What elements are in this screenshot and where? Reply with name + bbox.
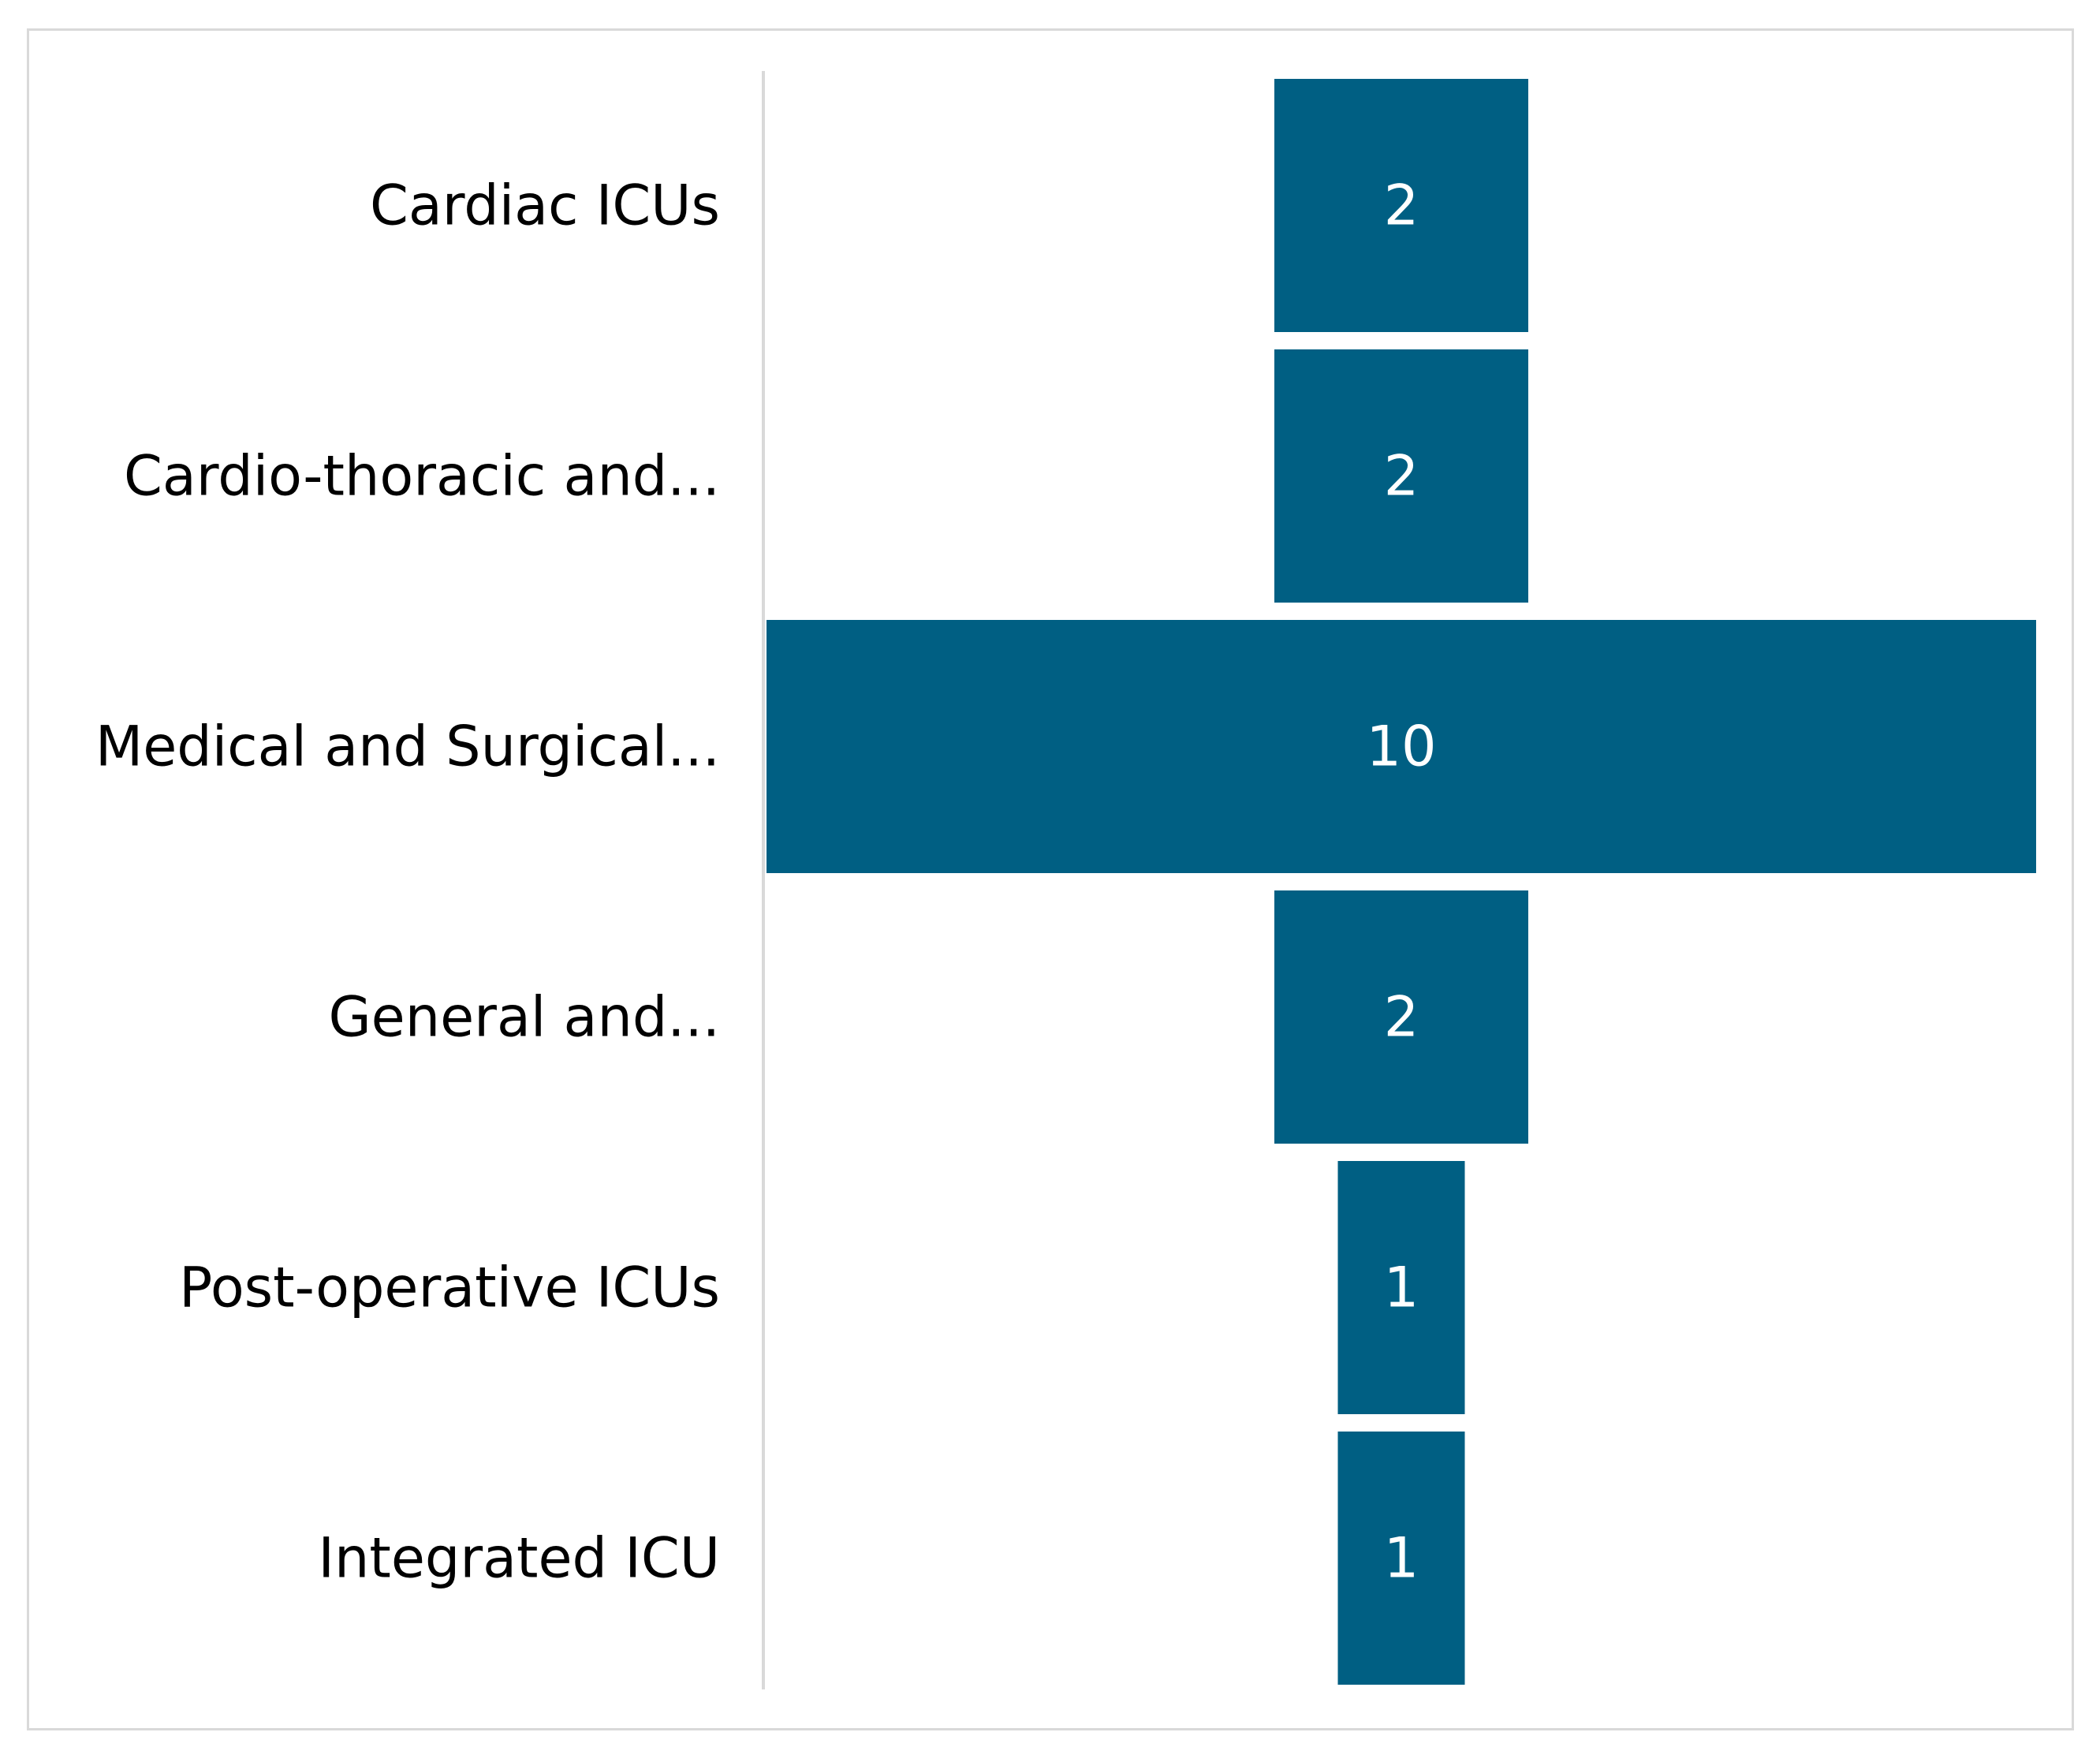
bar bbox=[1337, 1161, 1465, 1414]
bar-value-label: 1 bbox=[1384, 1526, 1419, 1591]
bar-value-label: 2 bbox=[1384, 985, 1419, 1050]
category-label: Integrated ICU bbox=[318, 1526, 720, 1591]
bar-value-label: 2 bbox=[1384, 444, 1419, 509]
bar bbox=[1337, 1432, 1465, 1685]
category-label: Cardio-thoracic and... bbox=[124, 444, 720, 509]
category-label: Cardiac ICUs bbox=[370, 174, 720, 238]
bar bbox=[1274, 890, 1528, 1144]
bar-value-label: 2 bbox=[1384, 174, 1419, 238]
bar bbox=[1274, 349, 1528, 603]
bar bbox=[767, 620, 2036, 873]
category-label: Post-operative ICUs bbox=[179, 1256, 720, 1320]
bars-layer: 2 2 10 2 1 1 bbox=[767, 79, 2036, 1685]
category-label: Medical and Surgical... bbox=[95, 715, 720, 779]
chart-frame bbox=[27, 28, 2074, 1730]
bar-value-label: 1 bbox=[1384, 1256, 1419, 1320]
bar bbox=[1274, 79, 1528, 332]
category-label: General and... bbox=[328, 985, 720, 1050]
bar-value-label: 10 bbox=[1366, 715, 1436, 779]
